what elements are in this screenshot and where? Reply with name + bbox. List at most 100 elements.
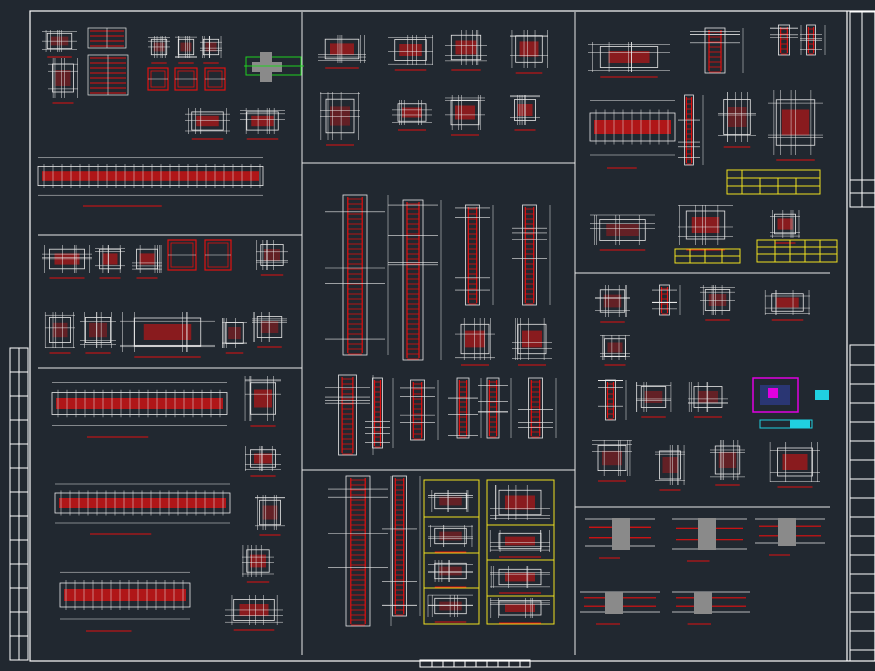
detail-53 — [328, 475, 392, 627]
detail-62 — [490, 598, 550, 624]
yellow-panel-left — [423, 479, 480, 625]
detail-52 — [518, 377, 557, 439]
detail-70 — [768, 90, 823, 161]
detail-24 — [252, 312, 287, 348]
title-block-left — [9, 347, 29, 661]
detail-43 — [455, 204, 494, 306]
title-block-right — [849, 11, 875, 662]
detail-20 — [44, 312, 75, 354]
detail-14 — [42, 245, 92, 279]
detail-79 — [598, 379, 627, 421]
detail-11 — [185, 108, 230, 140]
detail-16 — [132, 245, 162, 279]
detail-21 — [80, 312, 116, 354]
detail-35 — [445, 30, 487, 71]
detail-65 — [770, 24, 802, 56]
detail-5 — [200, 36, 222, 64]
detail-31 — [59, 571, 191, 632]
detail-29 — [255, 495, 285, 536]
detail-56 — [428, 525, 473, 553]
detail-10 — [204, 67, 226, 91]
detail-41 — [325, 194, 389, 356]
detail-47 — [325, 374, 374, 456]
detail-40 — [510, 95, 540, 131]
detail-81 — [688, 382, 728, 418]
detail-6 — [48, 58, 78, 104]
detail-33 — [318, 35, 366, 69]
detail-3 — [148, 36, 170, 64]
detail-67 — [589, 100, 676, 169]
sheet-frame — [29, 10, 875, 662]
detail-37 — [320, 92, 360, 146]
detail-27 — [245, 446, 281, 477]
detail-32 — [225, 595, 283, 631]
yellow-panel-right — [486, 479, 555, 625]
detail-18 — [204, 239, 232, 271]
detail-54 — [382, 475, 421, 617]
detail-44 — [512, 204, 551, 306]
gray-fill-details — [605, 518, 796, 614]
detail-85 — [769, 442, 820, 488]
detail-1 — [42, 30, 77, 58]
detail-46 — [512, 318, 552, 366]
green-column-detail — [244, 52, 304, 82]
detail-77 — [764, 290, 810, 321]
detail-38 — [392, 100, 432, 131]
panel-dividers — [38, 12, 830, 655]
detail-58 — [427, 594, 473, 623]
detail-36 — [510, 30, 548, 74]
detail-74 — [595, 285, 630, 323]
detail-69 — [718, 92, 756, 148]
detail-12 — [240, 108, 285, 140]
detail-61 — [490, 566, 550, 594]
detail-9 — [174, 67, 198, 91]
detail-13 — [37, 157, 264, 207]
detail-25 — [51, 382, 228, 438]
detail-60 — [489, 530, 550, 558]
detail-48 — [365, 377, 394, 449]
detail-68 — [678, 94, 704, 166]
detail-63 — [588, 42, 670, 78]
detail-7 — [87, 54, 129, 96]
detail-80 — [636, 382, 672, 418]
detail-83 — [655, 445, 685, 491]
detail-34 — [388, 35, 433, 71]
detail-45 — [455, 318, 495, 366]
detail-50 — [448, 377, 482, 439]
detail-64 — [690, 27, 744, 74]
yellow-schedule-tables — [423, 169, 838, 625]
detail-71 — [590, 214, 655, 251]
detail-19 — [256, 240, 288, 276]
rebar-schedule-table-1 — [726, 169, 821, 195]
rebar-schedule-table-2 — [674, 248, 741, 264]
rebar-schedule-table-3 — [756, 239, 838, 263]
detail-4 — [175, 36, 197, 64]
detail-82 — [592, 440, 632, 482]
detail-drawings — [37, 24, 826, 632]
detail-23 — [222, 318, 247, 354]
detail-22 — [120, 312, 215, 358]
detail-78 — [600, 335, 630, 366]
detail-17 — [167, 239, 197, 271]
detail-49 — [400, 379, 439, 441]
detail-42 — [388, 199, 442, 361]
detail-73 — [770, 210, 800, 244]
detail-39 — [445, 95, 485, 136]
detail-2 — [87, 27, 127, 49]
title-block-bottom — [419, 659, 531, 668]
detail-57 — [428, 560, 473, 588]
detail-76 — [700, 285, 735, 321]
detail-26 — [244, 376, 281, 427]
detail-84 — [710, 440, 745, 486]
detail-30 — [242, 545, 274, 583]
detail-8 — [147, 67, 169, 91]
detail-28 — [54, 483, 231, 535]
magenta-detail — [752, 377, 829, 429]
detail-51 — [478, 377, 512, 439]
detail-15 — [95, 245, 125, 279]
detail-66 — [800, 24, 826, 56]
detail-75 — [652, 284, 681, 316]
